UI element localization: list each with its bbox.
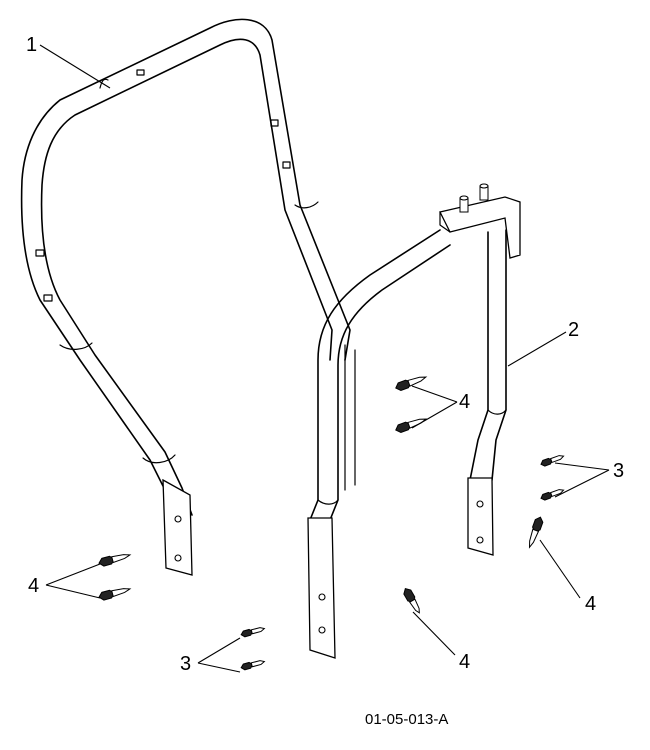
hex-bolt <box>98 554 132 567</box>
hex-bolt <box>98 588 132 601</box>
part-1-mounting-plate <box>162 478 193 576</box>
part-1-rear-tube-loop <box>20 18 351 521</box>
callout-4-left: 4 <box>28 575 39 597</box>
mounting-hole <box>476 500 484 508</box>
callout-2: 2 <box>568 319 579 341</box>
hex-bolt <box>528 516 544 549</box>
carriage-bolt <box>240 627 266 638</box>
mounting-hole <box>174 515 182 523</box>
leader-lines <box>39 44 610 673</box>
mounting-hole <box>318 593 326 601</box>
carriage-bolt <box>540 455 565 467</box>
part-2-front-tube-frame <box>309 183 521 521</box>
hex-bolt <box>395 418 428 433</box>
callout-3-bottom: 3 <box>180 653 191 675</box>
hex-bolt <box>395 376 428 391</box>
part-2-left-mounting-plate <box>307 517 336 659</box>
callout-4-center: 4 <box>459 391 470 413</box>
drawing-number: 01-05-013-A <box>365 711 448 728</box>
part-2-right-mounting-plate <box>467 477 494 556</box>
carriage-bolt <box>240 660 266 671</box>
mounting-hole <box>318 626 326 634</box>
mounting-hole <box>476 536 484 544</box>
callout-4-right: 4 <box>585 593 596 615</box>
mounting-hole <box>174 554 182 562</box>
callout-1: 1 <box>26 34 37 56</box>
carriage-bolt <box>540 489 565 501</box>
callout-3-right: 3 <box>613 460 624 482</box>
hex-bolt <box>403 587 420 614</box>
callout-4-bottom: 4 <box>459 651 470 673</box>
